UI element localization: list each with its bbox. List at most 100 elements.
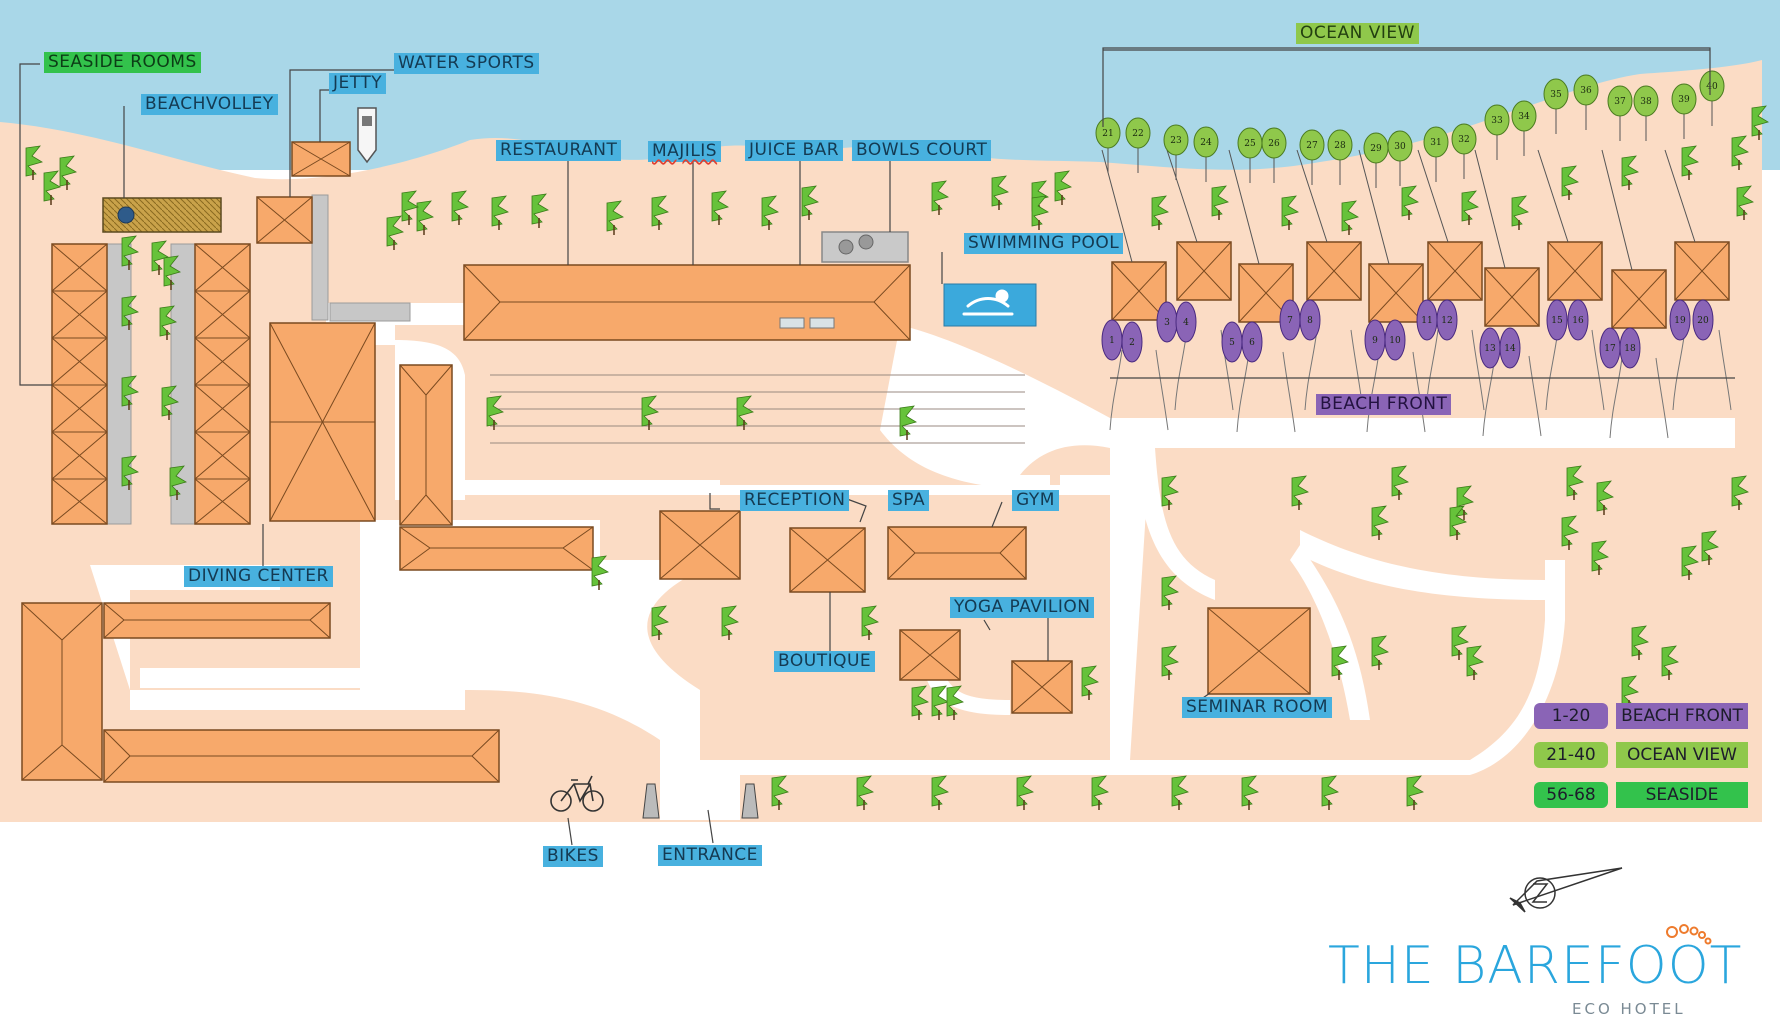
palm-tree-icon xyxy=(1751,105,1769,140)
palm-tree-icon xyxy=(1281,195,1299,230)
palm-tree-icon xyxy=(641,395,659,430)
volleyball-icon xyxy=(117,206,135,224)
villa-number: 8 xyxy=(1307,316,1313,326)
palm-tree-icon xyxy=(1701,530,1719,565)
beach-front-villa: 11 xyxy=(1416,299,1438,341)
palm-tree-icon xyxy=(43,170,61,205)
villa-number: 21 xyxy=(1102,129,1113,139)
palm-tree-icon xyxy=(451,190,469,225)
ocean-view-villa: 29 xyxy=(1363,132,1389,188)
palm-tree-icon xyxy=(1371,635,1389,670)
villa-number: 38 xyxy=(1640,97,1652,107)
villa-number: 31 xyxy=(1430,138,1441,148)
beach-front-villa: 15 xyxy=(1546,299,1568,341)
villa-number: 28 xyxy=(1334,141,1346,151)
palm-tree-icon xyxy=(651,195,669,230)
ocean-view-villa: 21 xyxy=(1095,117,1121,173)
villa-number: 39 xyxy=(1678,95,1690,105)
villa-number: 10 xyxy=(1389,336,1401,346)
legend-row-beach-front: 1-20 BEACH FRONT xyxy=(1534,703,1748,729)
legend-row-seaside: 56-68 SEASIDE xyxy=(1534,782,1748,808)
palm-tree-icon xyxy=(1171,775,1189,810)
palm-tree-icon xyxy=(531,193,549,228)
villa-building xyxy=(1111,261,1167,321)
beach-front-villa: 6 xyxy=(1241,321,1263,363)
bowl-icon xyxy=(838,239,854,255)
hotel-logo-title: THE BAREFOOT xyxy=(1328,936,1743,996)
ocean-view-villa: 35 xyxy=(1543,78,1569,134)
villa-number: 23 xyxy=(1170,136,1182,146)
villa-number: 12 xyxy=(1441,316,1452,326)
villa-building xyxy=(1427,241,1483,301)
palm-tree-icon xyxy=(121,455,139,490)
palm-tree-icon xyxy=(1561,165,1579,200)
palm-tree-icon xyxy=(151,240,169,275)
beach-front-villa: 4 xyxy=(1175,301,1197,343)
villa-number: 1 xyxy=(1109,336,1115,346)
legend-name: OCEAN VIEW xyxy=(1616,742,1748,768)
villa-number: 36 xyxy=(1580,86,1592,96)
beach-front-villa: 16 xyxy=(1567,299,1589,341)
ocean-view-villa: 36 xyxy=(1573,74,1599,130)
palm-tree-icon xyxy=(1031,195,1049,230)
palm-tree-icon xyxy=(606,200,624,235)
ocean-view-villa: 27 xyxy=(1299,129,1325,185)
palm-tree-icon xyxy=(1291,475,1309,510)
palm-tree-icon xyxy=(491,195,509,230)
palm-tree-icon xyxy=(1321,775,1339,810)
boat-icon xyxy=(357,107,377,164)
palm-tree-icon xyxy=(1241,775,1259,810)
walkways xyxy=(106,194,411,525)
villa-number: 22 xyxy=(1132,129,1143,139)
palm-tree-icon xyxy=(931,685,949,720)
palm-tree-icon xyxy=(121,235,139,270)
palm-tree-icon xyxy=(25,145,43,180)
palm-tree-icon xyxy=(1681,145,1699,180)
beach-front-villa: 5 xyxy=(1221,321,1243,363)
legend-name: BEACH FRONT xyxy=(1616,703,1748,729)
villa-number: 13 xyxy=(1484,344,1496,354)
beach-front-villa: 2 xyxy=(1121,321,1143,363)
palm-tree-icon xyxy=(486,395,504,430)
palm-tree-icon xyxy=(946,685,964,720)
villa-building xyxy=(1611,269,1667,329)
bowl-icon xyxy=(858,234,874,250)
label-bikes: BIKES xyxy=(543,846,603,867)
label-boutique: BOUTIQUE xyxy=(774,651,876,672)
villa-number: 11 xyxy=(1421,316,1432,326)
label-seminar-room: SEMINAR ROOM xyxy=(1182,697,1333,718)
bike-icon xyxy=(550,775,604,812)
palm-tree-icon xyxy=(386,215,404,250)
palm-tree-icon xyxy=(1161,575,1179,610)
restaurant-windows xyxy=(809,317,835,329)
villa-building xyxy=(1547,241,1603,301)
villa-number: 3 xyxy=(1164,318,1170,328)
ocean-view-villa: 34 xyxy=(1511,100,1537,156)
beach-front-villa: 18 xyxy=(1619,327,1641,369)
label-restaurant: RESTAURANT xyxy=(496,140,622,161)
label-ocean-view: OCEAN VIEW xyxy=(1296,23,1419,44)
villa-number: 32 xyxy=(1458,135,1469,145)
ocean-view-villa: 23 xyxy=(1163,124,1189,180)
label-majilis: MAJILIS xyxy=(648,141,722,162)
beach-front-villa: 17 xyxy=(1599,327,1621,369)
label-bowls-court: BOWLS COURT xyxy=(852,140,992,161)
villa-building xyxy=(1176,241,1232,301)
beach-front-villa: 7 xyxy=(1279,299,1301,341)
villa-number: 16 xyxy=(1572,316,1584,326)
palm-tree-icon xyxy=(761,195,779,230)
palm-tree-icon xyxy=(1391,465,1409,500)
villa-number: 33 xyxy=(1491,116,1503,126)
palm-tree-icon xyxy=(1081,665,1099,700)
label-water-sports: WATER SPORTS xyxy=(394,53,539,74)
ocean-view-villa: 28 xyxy=(1327,129,1353,185)
ocean-view-villa: 22 xyxy=(1125,117,1151,173)
palm-tree-icon xyxy=(1461,190,1479,225)
beach-front-villa: 1 xyxy=(1101,319,1123,361)
beach-front-villa: 3 xyxy=(1156,301,1178,343)
villa-number: 19 xyxy=(1674,316,1686,326)
legend-code: 56-68 xyxy=(1534,782,1608,808)
label-seaside-rooms: SEASIDE ROOMS xyxy=(44,52,201,73)
palm-tree-icon xyxy=(1591,540,1609,575)
